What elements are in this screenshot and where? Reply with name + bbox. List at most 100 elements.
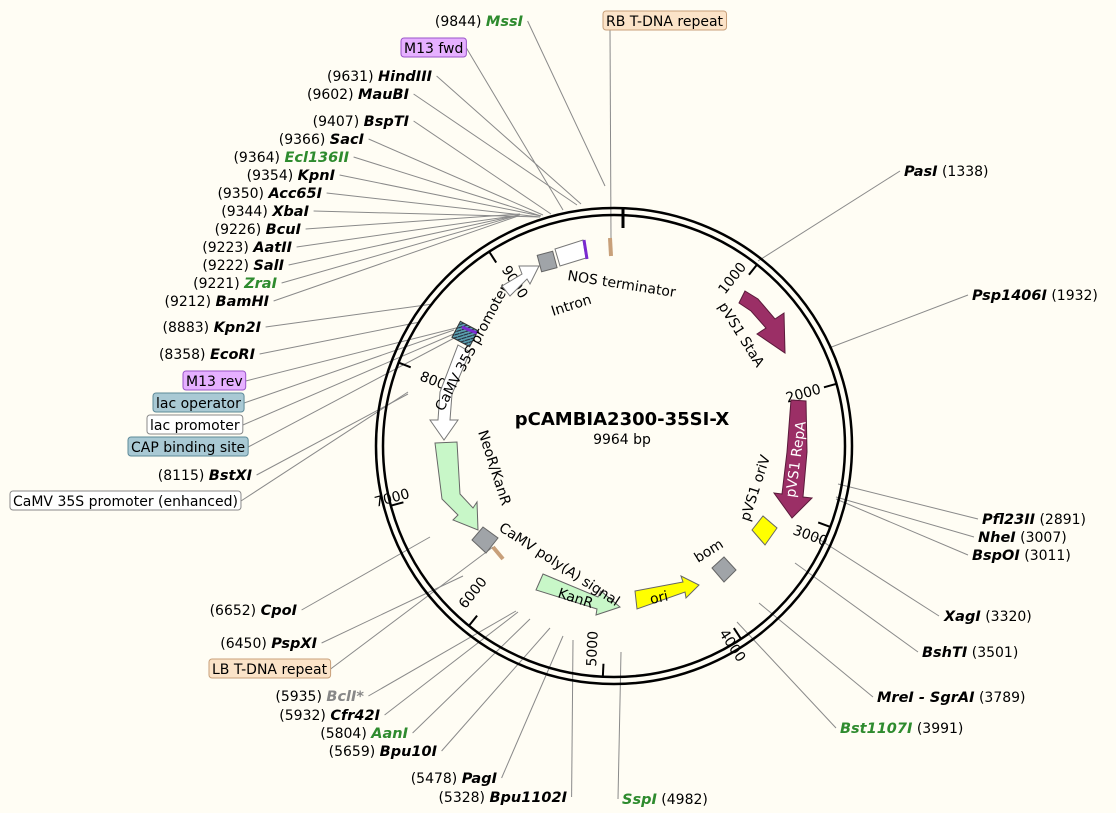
feature-tag-camv-35s-promoter-enhanced-[interactable]: CaMV 35S promoter (enhanced) bbox=[9, 490, 242, 511]
site-kpn2i[interactable]: (8883) Kpn2I bbox=[163, 320, 262, 336]
svg-text:MreI - SgrAI (3789): MreI - SgrAI (3789) bbox=[877, 690, 1026, 706]
site-psp1406i[interactable]: Psp1406I (1932) bbox=[972, 288, 1098, 304]
feature-pvs1-repa[interactable] bbox=[772, 399, 814, 519]
feature-kanr[interactable] bbox=[535, 573, 622, 616]
feature-ori[interactable] bbox=[634, 575, 700, 610]
plasmid-name: pCAMBIA2300-35SI-X bbox=[515, 409, 730, 430]
feature-camv35s-enhanced[interactable] bbox=[429, 344, 471, 441]
tick-mark bbox=[733, 627, 742, 640]
feature-tag-label: CAP binding site bbox=[131, 440, 245, 456]
site-saci[interactable]: (9366) SacI bbox=[279, 132, 365, 148]
feature-tag-box bbox=[602, 10, 728, 31]
svg-text:PasI (1338): PasI (1338) bbox=[904, 164, 989, 180]
site-name: SacI bbox=[330, 132, 365, 148]
site-position: (8358) bbox=[159, 347, 210, 363]
feature-m13fwd-mark bbox=[582, 239, 589, 260]
site-bamhi[interactable]: (9212) BamHI bbox=[165, 294, 270, 310]
site-name: Ecl136II bbox=[284, 150, 349, 166]
feature-bom-box[interactable] bbox=[711, 556, 737, 583]
feature-rb-mark bbox=[608, 237, 613, 257]
site-pasi[interactable]: PasI (1338) bbox=[904, 164, 989, 180]
tick-mark bbox=[748, 263, 758, 276]
feature-lac-hatched[interactable] bbox=[451, 320, 479, 348]
site-zrai[interactable]: (9221) ZraI bbox=[193, 276, 277, 292]
site-nhei[interactable]: NheI (3007) bbox=[978, 530, 1067, 546]
leader-line bbox=[412, 618, 531, 734]
leader-lines bbox=[240, 20, 979, 800]
feature-tag-m13-fwd[interactable]: M13 fwd bbox=[400, 37, 467, 58]
feature-pvs1-oriv-box[interactable] bbox=[751, 515, 778, 546]
feature-intron-box[interactable] bbox=[536, 250, 558, 273]
leader-line bbox=[837, 483, 979, 520]
feature-tag-rb-t-dna-repeat[interactable]: RB T-DNA repeat bbox=[602, 10, 728, 31]
leader-line bbox=[436, 75, 582, 205]
feature-camv35s[interactable] bbox=[501, 265, 540, 297]
site-name: Cfr42I bbox=[330, 708, 380, 724]
feature-tag-lac-operator[interactable]: lac operator bbox=[152, 392, 245, 413]
site-name: PasI bbox=[904, 164, 938, 180]
site-sspi[interactable]: SspI (4982) bbox=[622, 792, 708, 808]
feature-tag-lac-promoter[interactable]: lac promoter bbox=[146, 414, 244, 435]
site-aani[interactable]: (5804) AanI bbox=[320, 726, 408, 742]
site-sali[interactable]: (9222) SalI bbox=[202, 258, 284, 274]
site-bcli-[interactable]: (5935) BclI* bbox=[275, 689, 364, 705]
feature-tag-box bbox=[9, 490, 242, 511]
site-pspxi[interactable]: (6450) PspXI bbox=[220, 636, 317, 652]
feature-nos-terminator[interactable] bbox=[554, 239, 587, 267]
site-mrei-sgrai[interactable]: MreI - SgrAI (3789) bbox=[877, 690, 1026, 706]
site-acc65i[interactable]: (9350) Acc65I bbox=[217, 186, 322, 202]
svg-text:(9350) Acc65I: (9350) Acc65I bbox=[217, 186, 322, 202]
tick-mark bbox=[390, 501, 404, 507]
site-bspoi[interactable]: BspOI (3011) bbox=[972, 548, 1071, 564]
feature-tag-cap-binding-site[interactable]: CAP binding site bbox=[127, 436, 249, 457]
tick-label: 6000 bbox=[456, 574, 491, 612]
site-name: NheI bbox=[978, 530, 1016, 546]
feature-tag-label: lac operator bbox=[156, 396, 241, 412]
svg-text:NheI (3007): NheI (3007) bbox=[978, 530, 1067, 546]
site-xbai[interactable]: (9344) XbaI bbox=[221, 204, 309, 220]
site-bshti[interactable]: BshTI (3501) bbox=[922, 645, 1018, 661]
feature-pvs1-staa[interactable] bbox=[738, 290, 786, 354]
site-bst1107i[interactable]: Bst1107I (3991) bbox=[840, 721, 963, 737]
site-position: (3991) bbox=[912, 721, 963, 737]
site-name: CpoI bbox=[261, 603, 298, 619]
leader-line bbox=[240, 391, 409, 502]
feature-gray-box-lb[interactable] bbox=[471, 526, 499, 554]
feature-tag-m13-rev[interactable]: M13 rev bbox=[182, 370, 247, 391]
site-pfl23ii[interactable]: Pfl23II (2891) bbox=[982, 512, 1086, 528]
tick-label: 3000 bbox=[791, 523, 830, 550]
site-position: (4982) bbox=[657, 792, 708, 808]
site-xagi[interactable]: XagI (3320) bbox=[943, 609, 1032, 625]
site-ecl136ii[interactable]: (9364) Ecl136II bbox=[233, 150, 349, 166]
site-pagi[interactable]: (5478) PagI bbox=[411, 771, 498, 787]
site-cpoi[interactable]: (6652) CpoI bbox=[210, 603, 298, 619]
site-bspti[interactable]: (9407) BspTI bbox=[313, 114, 410, 130]
site-hindiii[interactable]: (9631) HindIII bbox=[327, 69, 433, 85]
site-bpu1102i[interactable]: (5328) Bpu1102I bbox=[438, 790, 567, 806]
site-ecori[interactable]: (8358) EcoRI bbox=[159, 347, 256, 363]
site-aatii[interactable]: (9223) AatII bbox=[202, 240, 292, 256]
svg-text:(6450) PspXI: (6450) PspXI bbox=[220, 636, 317, 652]
leader-line bbox=[339, 174, 542, 217]
feature-tag-lb-t-dna-repeat[interactable]: LB T-DNA repeat bbox=[208, 658, 332, 679]
site-position: (2891) bbox=[1035, 512, 1086, 528]
site-bcui[interactable]: (9226) BcuI bbox=[215, 222, 302, 238]
feature-tag-box bbox=[400, 37, 467, 58]
site-position: (8883) bbox=[163, 320, 214, 336]
svg-text:(5935) BclI*: (5935) BclI* bbox=[275, 689, 364, 705]
backbone-outer bbox=[374, 206, 854, 686]
site-bpu10i[interactable]: (5659) Bpu10I bbox=[329, 744, 438, 760]
site-maubi[interactable]: (9602) MauBI bbox=[307, 87, 410, 103]
site-position: (5804) bbox=[320, 726, 371, 742]
site-position: (5328) bbox=[438, 790, 489, 806]
feature-neor[interactable] bbox=[434, 441, 479, 531]
svg-text:(9602) MauBI: (9602) MauBI bbox=[307, 87, 410, 103]
site-bstxi[interactable]: (8115) BstXI bbox=[158, 468, 253, 484]
site-position: (9350) bbox=[217, 186, 268, 202]
feature-m13rev-mark bbox=[461, 325, 478, 335]
site-cfr42i[interactable]: (5932) Cfr42I bbox=[279, 708, 380, 724]
site-mssi[interactable]: (9844) MssI bbox=[435, 14, 524, 30]
site-position: (1932) bbox=[1047, 288, 1098, 304]
site-name: Bst1107I bbox=[840, 721, 913, 737]
site-kpni[interactable]: (9354) KpnI bbox=[247, 168, 336, 184]
